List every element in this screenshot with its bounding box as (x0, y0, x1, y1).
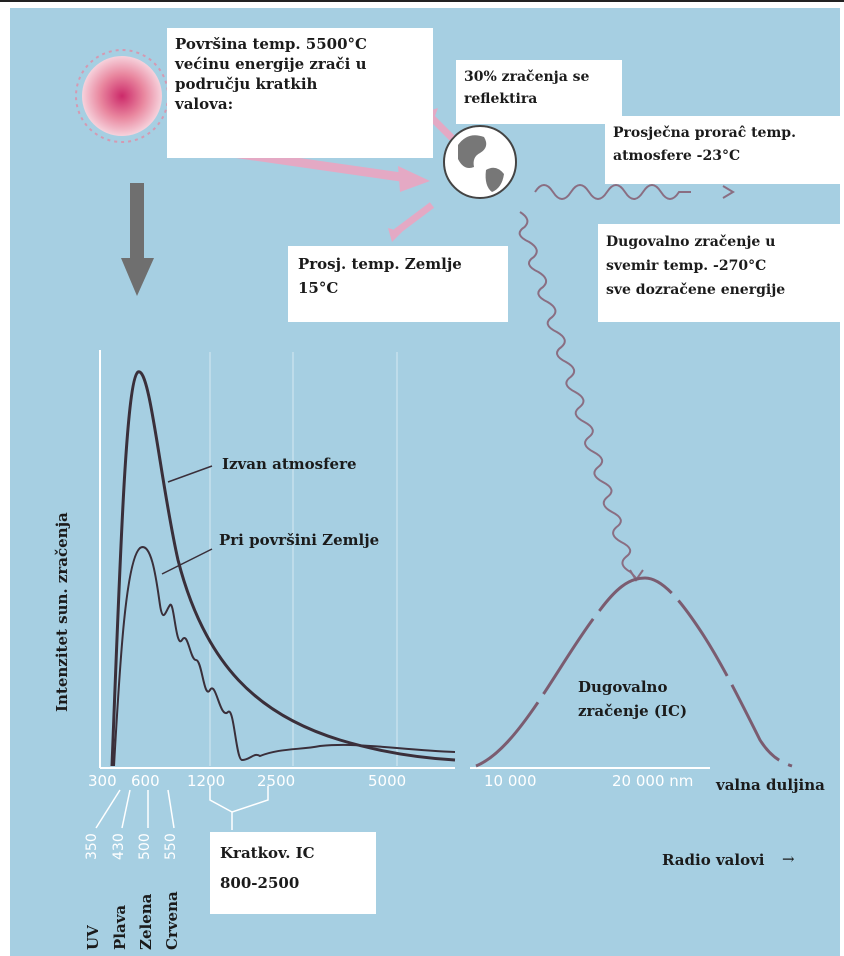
longwave-curve (475, 576, 793, 768)
longwave-space-text-box: Dugovalno zračenje u svemir temp. -270°C… (598, 224, 842, 322)
band-name: UV (84, 925, 102, 950)
outside-atmosphere-label: Izvan atmosfere (222, 455, 357, 473)
x-tick-label: 600 (131, 772, 160, 790)
longwave-box-line: Dugovalno zračenje u (606, 234, 776, 250)
band-number: 500 (137, 833, 153, 860)
x-tick-label: 5000 (368, 772, 407, 790)
longwave-chart (470, 576, 793, 769)
earth-temp-line: Prosj. temp. Zemlje (298, 255, 462, 273)
atmosphere-wave-arrowhead (722, 185, 735, 199)
earth-icon (443, 125, 517, 199)
band-number: 430 (111, 833, 127, 860)
reflect-text-box: 30% zračenja se reflektira (456, 60, 622, 124)
ir-box-line: Kratkov. IC (220, 844, 315, 862)
longwave-box-line: svemir temp. -270°C (606, 258, 767, 274)
outside-label-leader (167, 465, 213, 483)
longwave-wave-arrow (518, 211, 637, 579)
band-leaders (95, 786, 269, 830)
surface-curve (113, 546, 456, 767)
x-tick-label: 10 000 (484, 772, 537, 790)
peak-label-line: zračenje (IC) (578, 702, 688, 720)
x-axis-label: valna duljina (716, 776, 825, 794)
band-name: Plava (111, 904, 129, 950)
reflect-box-line: reflektira (464, 91, 538, 107)
top-rule (0, 0, 844, 2)
shortwave-ir-text-box: Kratkov. IC 800-2500 (210, 832, 376, 914)
longwave-peak-label: Dugovalno zračenje (IC) (578, 675, 687, 723)
sun-surface-text-box: Površina temp. 5500°C većinu energije zr… (167, 28, 433, 158)
sun-box-line: većinu energije zrači u (175, 55, 367, 73)
atmos-box-line: Prosječna proraĉ temp. (613, 125, 796, 141)
earth-temp-text-box: Prosj. temp. Zemlje 15°C (288, 246, 508, 322)
outside-atmosphere-curve (110, 370, 456, 767)
earth-surface-label: Pri površini Zemlje (219, 531, 380, 549)
band-name: Crvena (163, 891, 181, 950)
radio-waves-label: Radio valovi (662, 851, 765, 869)
band-name: Zelena (137, 893, 155, 950)
ir-box-line: 800-2500 (220, 874, 300, 892)
atmosphere-wave-arrow (534, 184, 691, 200)
spectrum-chart (99, 350, 456, 769)
x-tick-label: 1200 (187, 772, 226, 790)
earth-temp-line: 15°C (298, 279, 339, 297)
x-tick-label: 300 (88, 772, 117, 790)
radio-waves-arrow-icon: → (782, 850, 795, 868)
reflect-box-line: 30% zračenja se (464, 69, 590, 85)
atmos-box-line: atmosfere -23°C (613, 148, 741, 164)
x-tick-label: 20 000 nm (612, 772, 694, 790)
sun-box-line: valova: (175, 95, 234, 113)
sun-box-line: području kratkih (175, 75, 318, 93)
longwave-box-line: sve dozračene energije (606, 282, 786, 298)
band-number: 550 (163, 833, 179, 860)
down-arrow (121, 183, 154, 296)
y-axis-label: Intenzitet sun. zračenja (53, 512, 71, 712)
band-number: 350 (84, 833, 100, 860)
sun-box-line: Površina temp. 5500°C (175, 35, 367, 53)
x-tick-label: 2500 (257, 772, 296, 790)
grid-lines (209, 352, 398, 766)
atmosphere-temp-text-box: Prosječna proraĉ temp. atmosfere -23°C (605, 116, 843, 184)
peak-label-line: Dugovalno (578, 678, 668, 696)
surface-label-leader (161, 548, 213, 575)
